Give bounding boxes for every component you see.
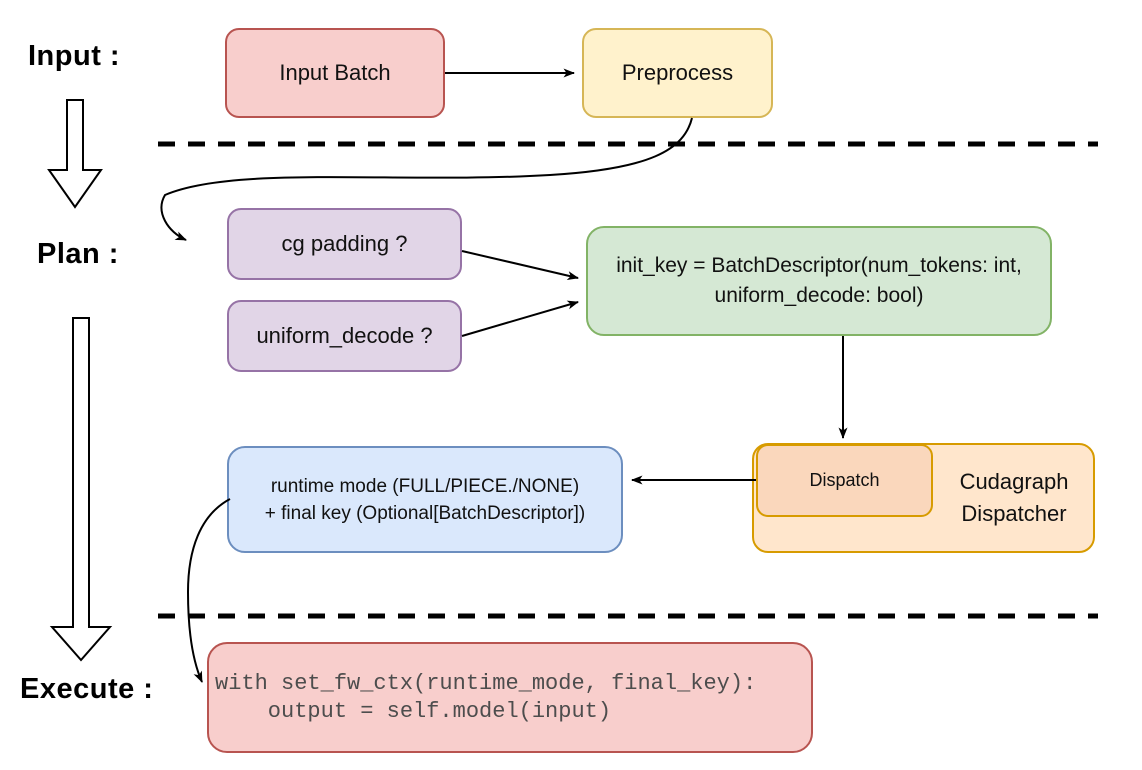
node-init-key-line2: uniform_decode: bool) <box>714 284 924 307</box>
section-label-input: Input : <box>28 40 121 72</box>
node-dispatch-label: Dispatch <box>809 470 880 490</box>
node-uniform-decode-label: uniform_decode ? <box>256 323 433 348</box>
node-cudagraph-dispatcher-label: Cudagraph Dispatcher <box>933 443 1095 553</box>
hollow-arrow-plan-to-execute <box>49 317 113 662</box>
node-input-batch: Input Batch <box>225 28 445 118</box>
hollow-arrow-input-to-plan <box>47 99 103 209</box>
node-init-key: init_key = BatchDescriptor(num_tokens: i… <box>586 226 1052 336</box>
section-label-execute: Execute : <box>20 673 154 705</box>
node-preprocess-label: Preprocess <box>621 60 734 85</box>
node-input-batch-label: Input Batch <box>279 60 391 85</box>
node-runtime-mode-line1: runtime mode (FULL/PIECE./NONE) <box>270 475 580 497</box>
section-label-plan: Plan : <box>37 238 119 270</box>
cudagraph-dispatcher-line2: Dispatcher <box>961 501 1067 526</box>
node-preprocess: Preprocess <box>582 28 773 118</box>
node-execute-code: with set_fw_ctx(runtime_mode, final_key)… <box>207 642 813 753</box>
edge-cgpadding-to-initkey <box>461 250 579 281</box>
node-dispatch: Dispatch <box>756 444 933 517</box>
node-init-key-line1: init_key = BatchDescriptor(num_tokens: i… <box>616 254 1022 277</box>
cudagraph-dispatcher-line1: Cudagraph <box>959 469 1069 494</box>
execute-code-line2: output = self.model(input) <box>215 698 612 724</box>
node-cg-padding-label: cg padding ? <box>281 231 408 256</box>
node-uniform-decode: uniform_decode ? <box>227 300 462 372</box>
node-runtime-mode-line2: + final key (Optional[BatchDescriptor]) <box>264 502 586 524</box>
node-runtime-mode: runtime mode (FULL/PIECE./NONE) + final … <box>227 446 623 553</box>
execute-code-line1: with set_fw_ctx(runtime_mode, final_key)… <box>215 670 757 696</box>
edge-uniformdecode-to-initkey <box>461 300 579 337</box>
node-cg-padding: cg padding ? <box>227 208 462 280</box>
